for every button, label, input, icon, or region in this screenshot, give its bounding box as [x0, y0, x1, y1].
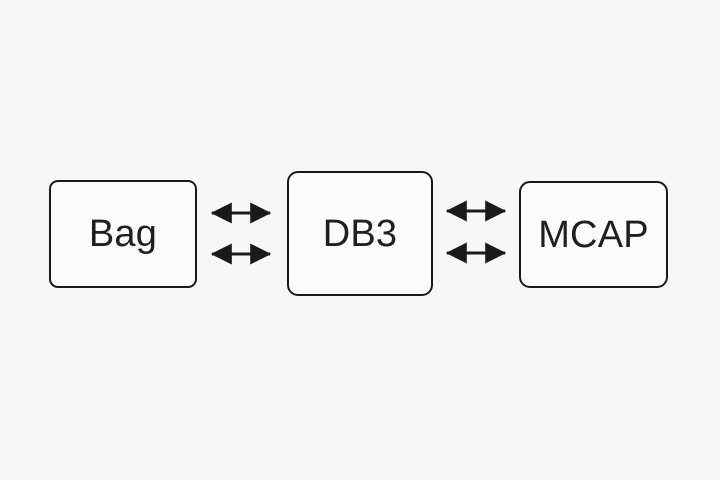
node-db3[interactable]: DB3	[287, 171, 433, 296]
node-bag-label: Bag	[88, 213, 158, 255]
node-db3-label: DB3	[322, 212, 398, 255]
node-mcap-label: MCAP	[538, 213, 649, 256]
node-mcap[interactable]: MCAP	[519, 181, 668, 288]
node-bag[interactable]: Bag	[49, 180, 197, 288]
